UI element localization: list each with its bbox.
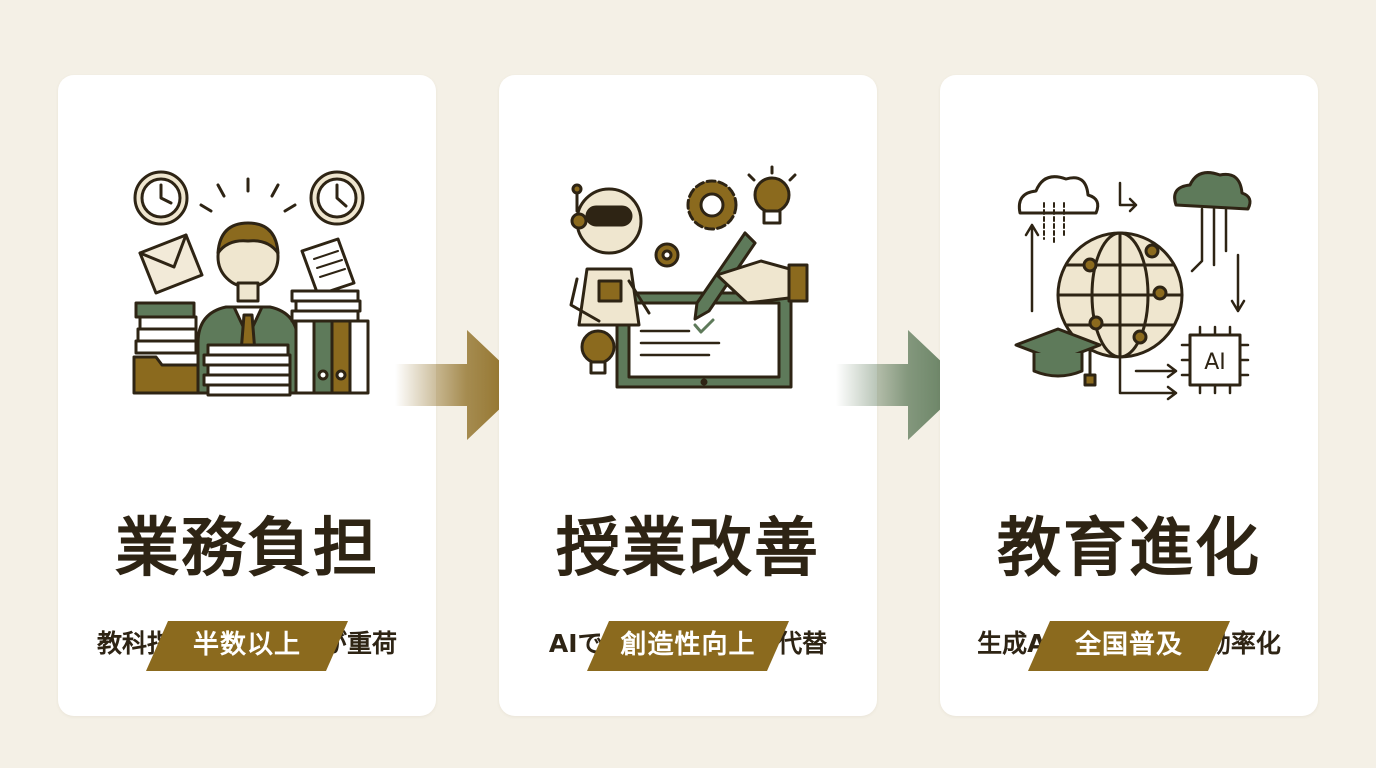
clock-icon [309, 170, 365, 226]
document-stack-icon [202, 343, 292, 397]
card-title: 業務負担 [115, 511, 379, 586]
flow-arrows-icon [1024, 181, 1246, 401]
globe-network-icon [1056, 231, 1184, 359]
envelope-icon [138, 233, 204, 295]
card-education-evolution: AI 教育進化 生成AI活用で校務を効率化 全国普及 [940, 75, 1318, 716]
status-badge: 全国普及 [1028, 621, 1230, 671]
lightbulb-icon [747, 165, 797, 225]
badge-label: 全国普及 [1074, 630, 1183, 660]
tablet-icon [615, 291, 793, 389]
status-badge: 半数以上 [146, 621, 348, 671]
card-title: 授業改善 [556, 511, 820, 586]
document-stack-icon [290, 237, 362, 323]
status-badge: 創造性向上 [587, 621, 789, 671]
card-lesson-improvement: 授業改善 AIでアナログ作業を代替 創造性向上 [499, 75, 877, 716]
badge-label: 半数以上 [192, 630, 301, 660]
cloud-icon [1173, 171, 1252, 273]
graduation-cap-icon [1014, 327, 1102, 387]
flow-arrow-right-icon [836, 330, 966, 440]
robot-icon [569, 183, 651, 327]
card-title: 教育進化 [997, 511, 1261, 586]
workload-illustration [132, 170, 370, 397]
binders-icon [294, 319, 370, 395]
gear-icon [654, 242, 680, 268]
clock-icon [133, 170, 189, 226]
ai-chip-icon: AI [1180, 325, 1250, 395]
lightbulb-icon [580, 329, 616, 375]
cloud-icon [1017, 175, 1100, 246]
gear-icon [686, 179, 738, 231]
education-evolution-illustration: AI [1014, 171, 1252, 401]
chip-label: AI [1204, 350, 1226, 375]
badge-label: 創造性向上 [620, 630, 756, 660]
flow-arrow-right-icon [395, 330, 525, 440]
card-workload: 業務負担 教科指導に伴う作業が重荷 半数以上 [58, 75, 436, 716]
lesson-improvement-illustration [569, 165, 809, 389]
folder-icon [132, 301, 200, 395]
checklist-icon [639, 318, 721, 357]
